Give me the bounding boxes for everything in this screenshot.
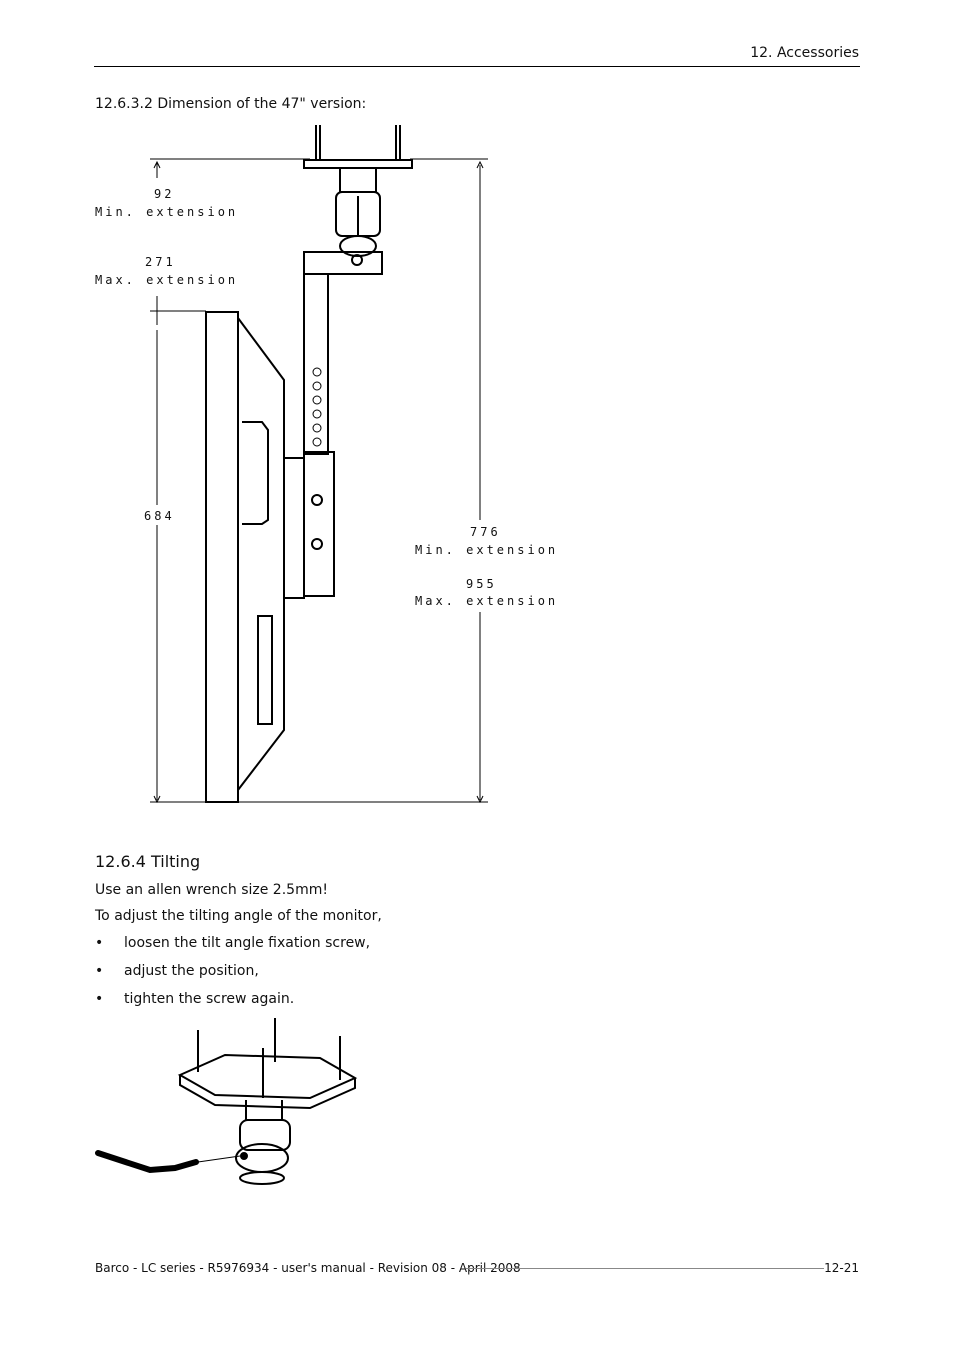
ceiling-plate [303, 159, 413, 169]
tilting-line-1: Use an allen wrench size 2.5mm! [95, 882, 328, 898]
top-min-value: 92 [154, 187, 174, 201]
page-number: 12-21 [824, 1261, 859, 1275]
list-item: •adjust the position, [95, 963, 259, 979]
tilting-line-2: To adjust the tilting angle of the monit… [95, 908, 382, 924]
tilting-heading: 12.6.4 Tilting [95, 852, 201, 871]
total-max-value: 955 [466, 577, 497, 591]
top-max-value: 271 [145, 255, 176, 269]
dimension-heading: 12.6.3.2 Dimension of the 47" version: [95, 96, 367, 112]
monitor-body [205, 311, 239, 803]
total-min-text: Min. extension [415, 543, 558, 557]
vertical-pole [303, 273, 329, 455]
allen-wrench [95, 1150, 199, 1174]
monitor-handle [242, 421, 269, 525]
total-max-text: Max. extension [415, 594, 558, 608]
chapter-header: 12. Accessories [750, 45, 859, 61]
header-rule [94, 66, 860, 67]
height-value: 684 [144, 509, 175, 523]
tilt-illustration [95, 1018, 358, 1185]
list-item: •loosen the tilt angle fixation screw, [95, 935, 371, 951]
footer-text: Barco - LC series - R5976934 - user's ma… [95, 1261, 521, 1275]
lower-clamp [303, 451, 335, 597]
total-min-value: 776 [470, 525, 501, 539]
top-max-text: Max. extension [95, 273, 238, 287]
upper-bracket [303, 251, 383, 275]
list-item: •tighten the screw again. [95, 991, 295, 1007]
top-min-text: Min. extension [95, 205, 238, 219]
footer-rule [466, 1268, 824, 1269]
